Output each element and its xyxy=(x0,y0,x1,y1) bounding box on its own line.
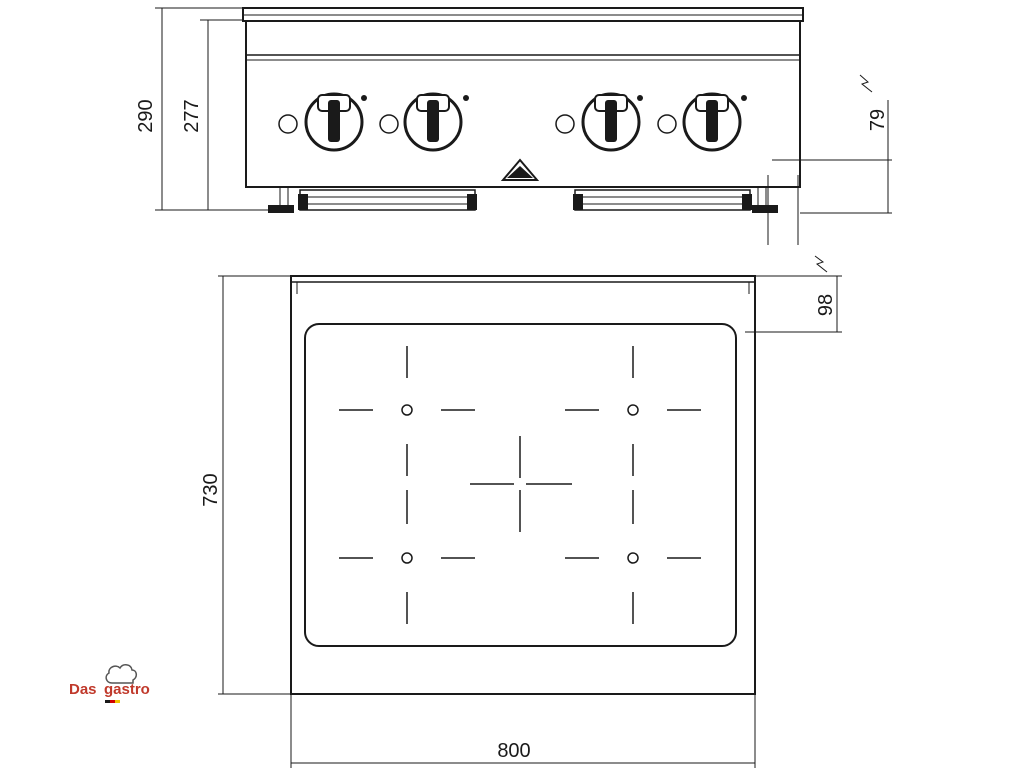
center-mark xyxy=(470,436,572,532)
left-foot xyxy=(268,187,294,213)
flame-symbol-icon xyxy=(361,95,367,101)
logo-part2: gastro xyxy=(104,681,150,698)
break-symbol-icon xyxy=(859,74,873,93)
pilot-ring xyxy=(657,114,677,134)
dim-800-label: 800 xyxy=(497,740,530,762)
knob-handle xyxy=(605,100,617,142)
knob-handle xyxy=(427,100,439,142)
drip-tray-left xyxy=(298,189,477,211)
pilot-ring xyxy=(555,114,575,134)
top-outline xyxy=(290,275,756,695)
burner-marker-rear-right xyxy=(565,346,701,476)
burner-marker-front-right xyxy=(565,490,701,624)
dim-277-label: 277 xyxy=(181,99,203,132)
burner-marker-rear-left xyxy=(339,346,475,476)
dim-79-label: 79 xyxy=(867,109,889,131)
knob-handle xyxy=(328,100,340,142)
flame-symbol-icon xyxy=(463,95,469,101)
dim-offset-lines xyxy=(745,255,842,333)
right-foot xyxy=(752,187,778,213)
brand-badge-icon xyxy=(500,158,540,181)
dim-290-label: 290 xyxy=(135,99,157,132)
knob-3 xyxy=(555,92,643,152)
hob-surface xyxy=(304,323,737,647)
dasgastro-logo: Das gastro xyxy=(69,664,150,703)
flame-symbol-icon xyxy=(741,95,747,101)
front-body xyxy=(245,20,801,188)
burner-marker-front-left xyxy=(339,490,475,624)
top-view: 730 800 98 xyxy=(200,255,842,768)
knob-4 xyxy=(657,92,747,152)
dim-depth-lines xyxy=(218,275,291,695)
flame-symbol-icon xyxy=(637,95,643,101)
knob-2 xyxy=(379,92,469,152)
dim-front-height-lines xyxy=(155,7,268,211)
knob-1 xyxy=(278,92,367,152)
dim-leg-height-lines xyxy=(767,74,892,245)
front-view: 290 277 79 xyxy=(135,7,892,245)
dim-98-label: 98 xyxy=(815,294,837,316)
logo-part1: Das xyxy=(69,681,97,698)
knob-handle xyxy=(706,100,718,142)
chef-hat-icon xyxy=(105,664,137,684)
dim-width-lines xyxy=(290,694,756,768)
pilot-ring xyxy=(278,114,298,134)
break-symbol-icon xyxy=(814,255,828,273)
pilot-ring xyxy=(379,114,399,134)
dim-730-label: 730 xyxy=(200,473,222,506)
drip-tray-right xyxy=(573,189,752,211)
